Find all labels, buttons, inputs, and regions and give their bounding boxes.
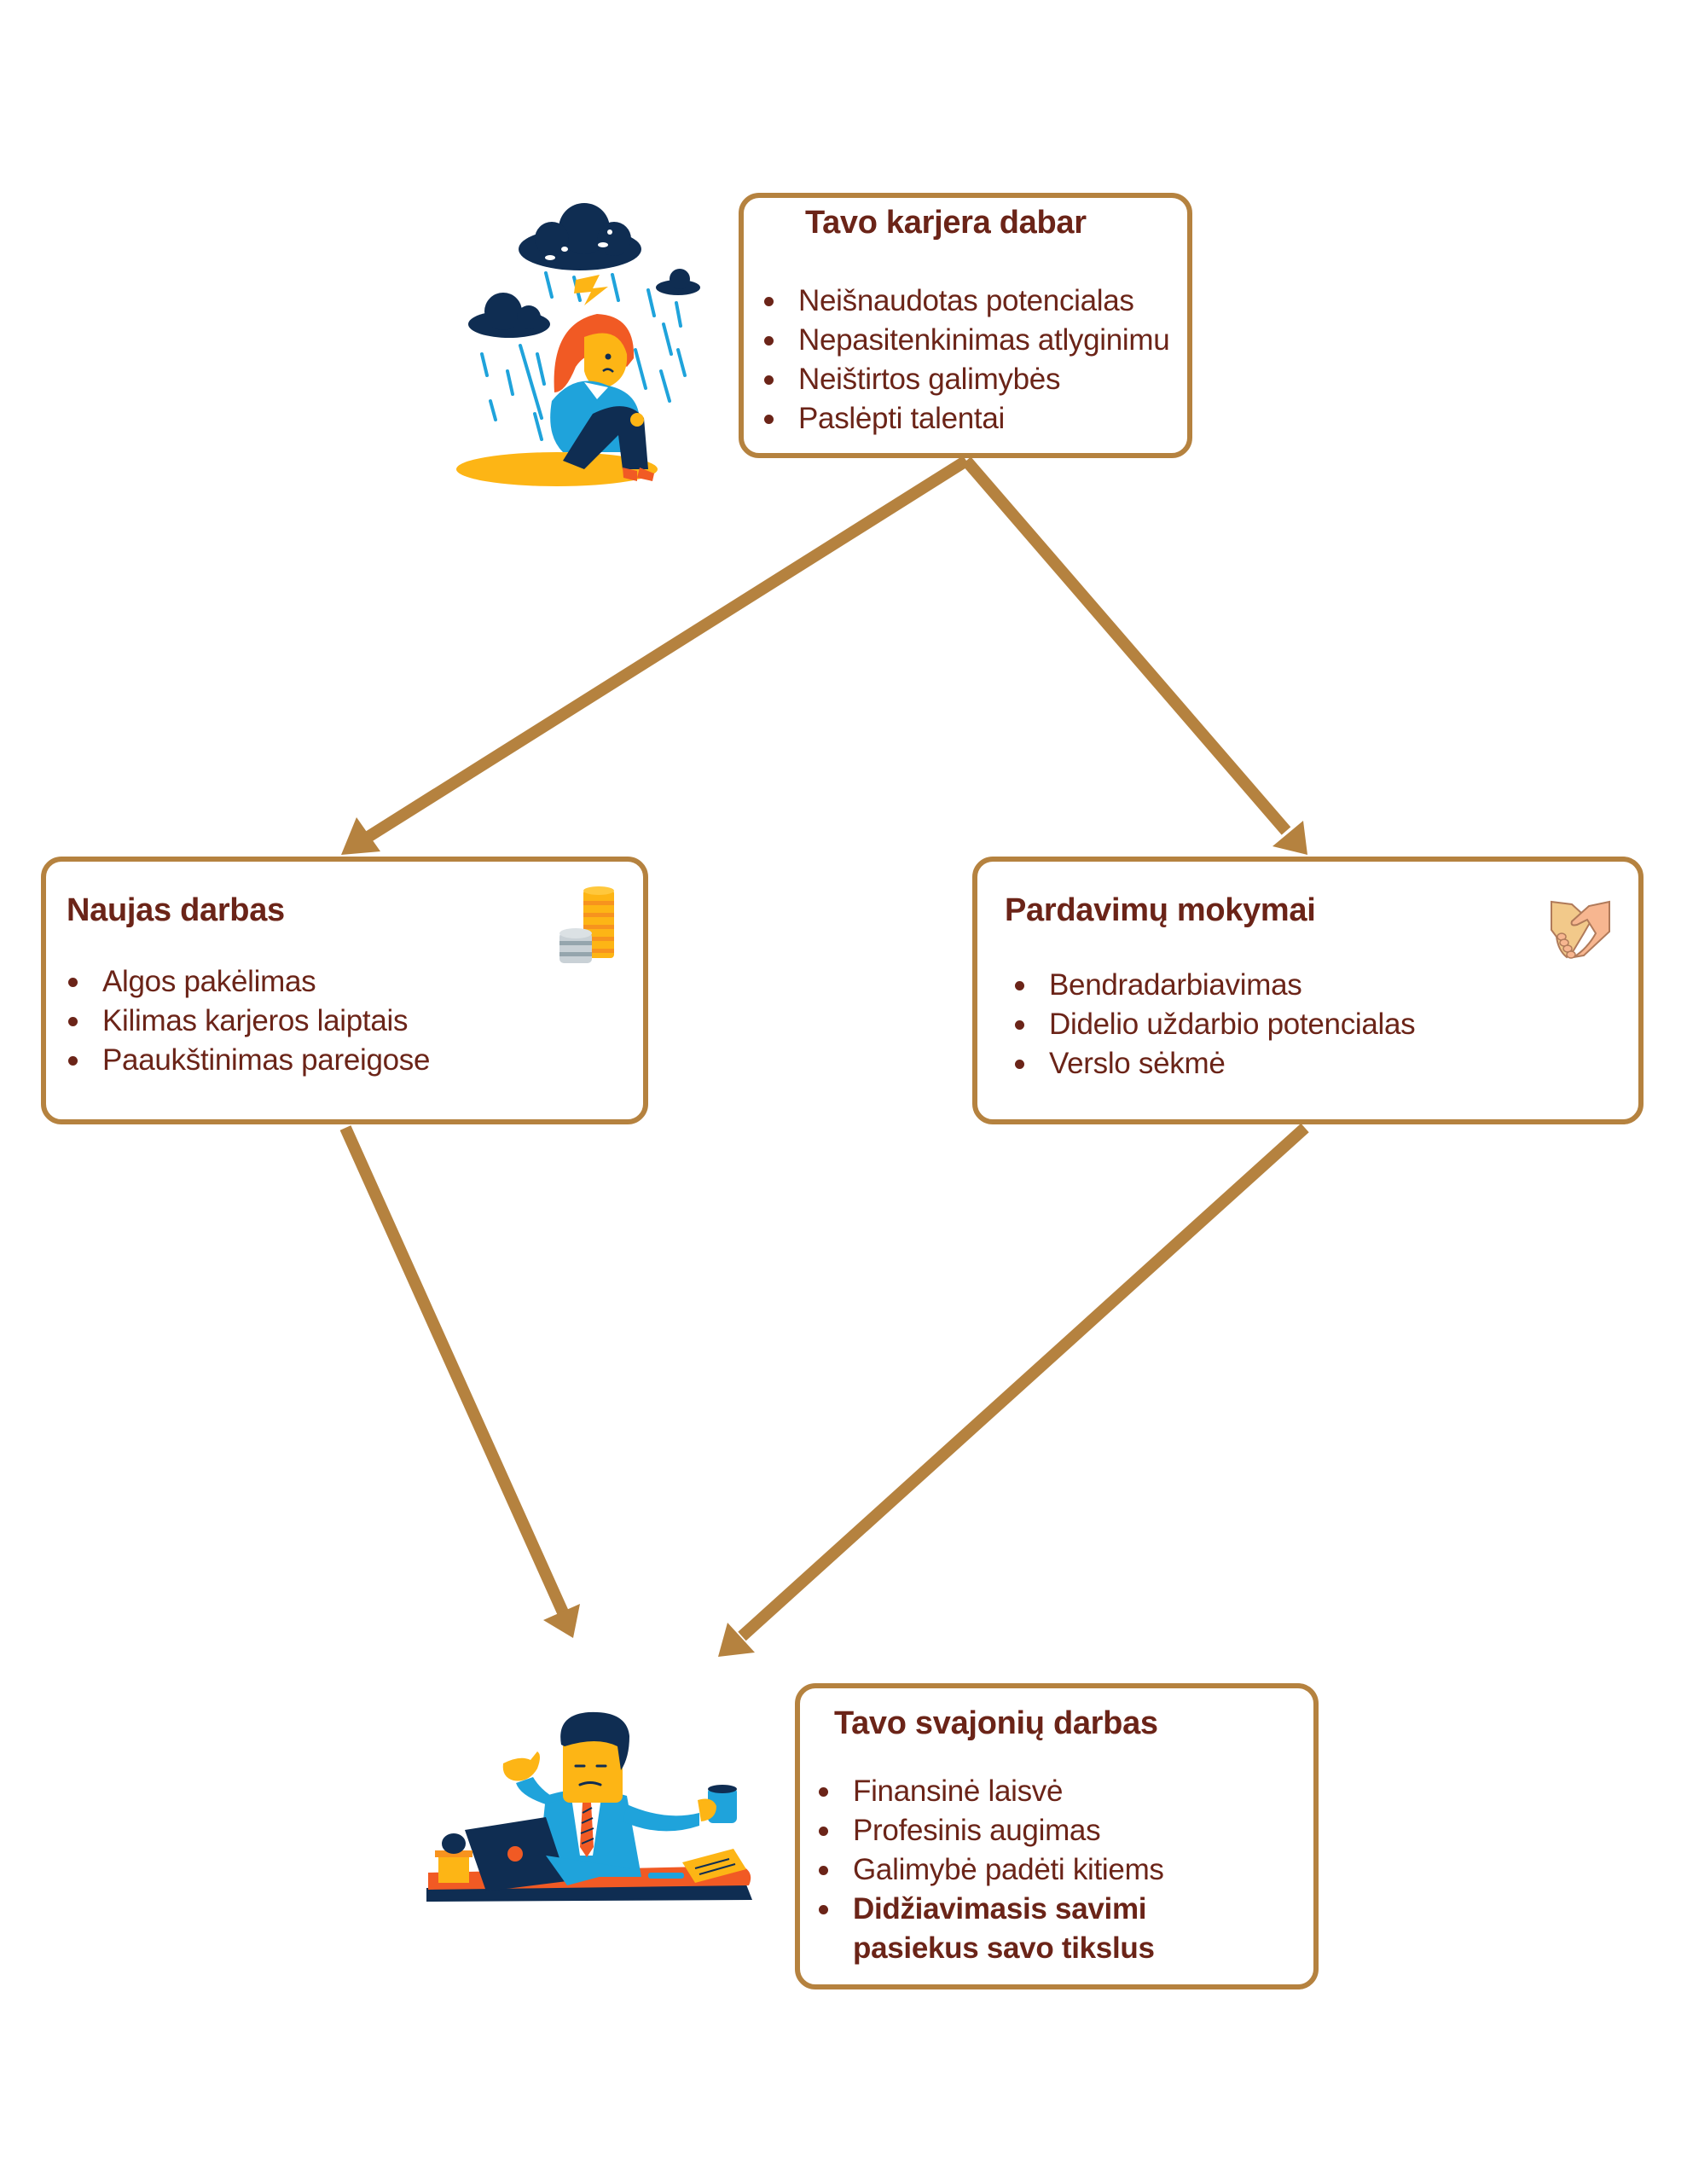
handshake-icon [1551,900,1610,959]
list-item: Finansinė laisvė [815,1772,1262,1811]
list-item: Didelio uždarbio potencialas [1012,1005,1416,1044]
node-new-job: Naujas darbas Algos pakėlimas Kilimas ka… [41,857,648,1124]
node-title: Tavo svajonių darbas [834,1705,1158,1741]
list-item: Galimybė padėti kitiems [815,1850,1262,1890]
node-title: Naujas darbas [67,892,285,928]
list-item: Bendradarbiavimas [1012,966,1415,1005]
coins-stack-icon [559,886,614,963]
list-item: Paaukštinimas pareigose [65,1041,430,1080]
bullet-list: Finansinė laisvė Profesinis augimas Gali… [815,1772,1262,1968]
node-dream-job: Tavo svajonių darbas Finansinė laisvė Pr… [795,1683,1319,1989]
businessman-at-desk-icon [426,1711,752,1902]
node-title: Pardavimų mokymai [1005,892,1316,928]
arrow-sales-training-to-dream-job [718,1123,1309,1657]
list-item: Kilimas karjeros laiptais [65,1002,430,1041]
node-sales-training: Pardavimų mokymai Bendradarbiavimas Dide… [972,857,1644,1124]
list-item: Nepasitenkinimas atlyginimu [761,321,1170,360]
bullet-list: Neišnaudotas potencialas Nepasitenkinima… [761,282,1170,439]
list-item: Didžiavimasis savimi pasiekus savo tiksl… [815,1890,1262,1968]
list-item: Verslo sėkmė [1012,1044,1415,1083]
sad-woman-in-rain-icon [456,203,700,486]
node-title: Tavo karjera dabar [805,205,1087,241]
list-item: Neištirtos galimybės [761,360,1169,399]
node-current-career: Tavo karjera dabar Neišnaudotas potencia… [739,193,1192,458]
bullet-list: Bendradarbiavimas Didelio uždarbio poten… [1012,966,1416,1083]
list-item: Profesinis augimas [815,1811,1262,1850]
arrow-current-to-sales-training [961,456,1307,855]
list-item: Neišnaudotas potencialas [761,282,1169,321]
list-item: Algos pakėlimas [65,962,430,1002]
arrow-current-to-new-job [341,456,970,855]
arrow-new-job-to-dream-job [339,1125,580,1638]
list-item: Paslėpti talentai [761,399,1169,439]
bullet-list: Algos pakėlimas Kilimas karjeros laiptai… [65,962,430,1080]
